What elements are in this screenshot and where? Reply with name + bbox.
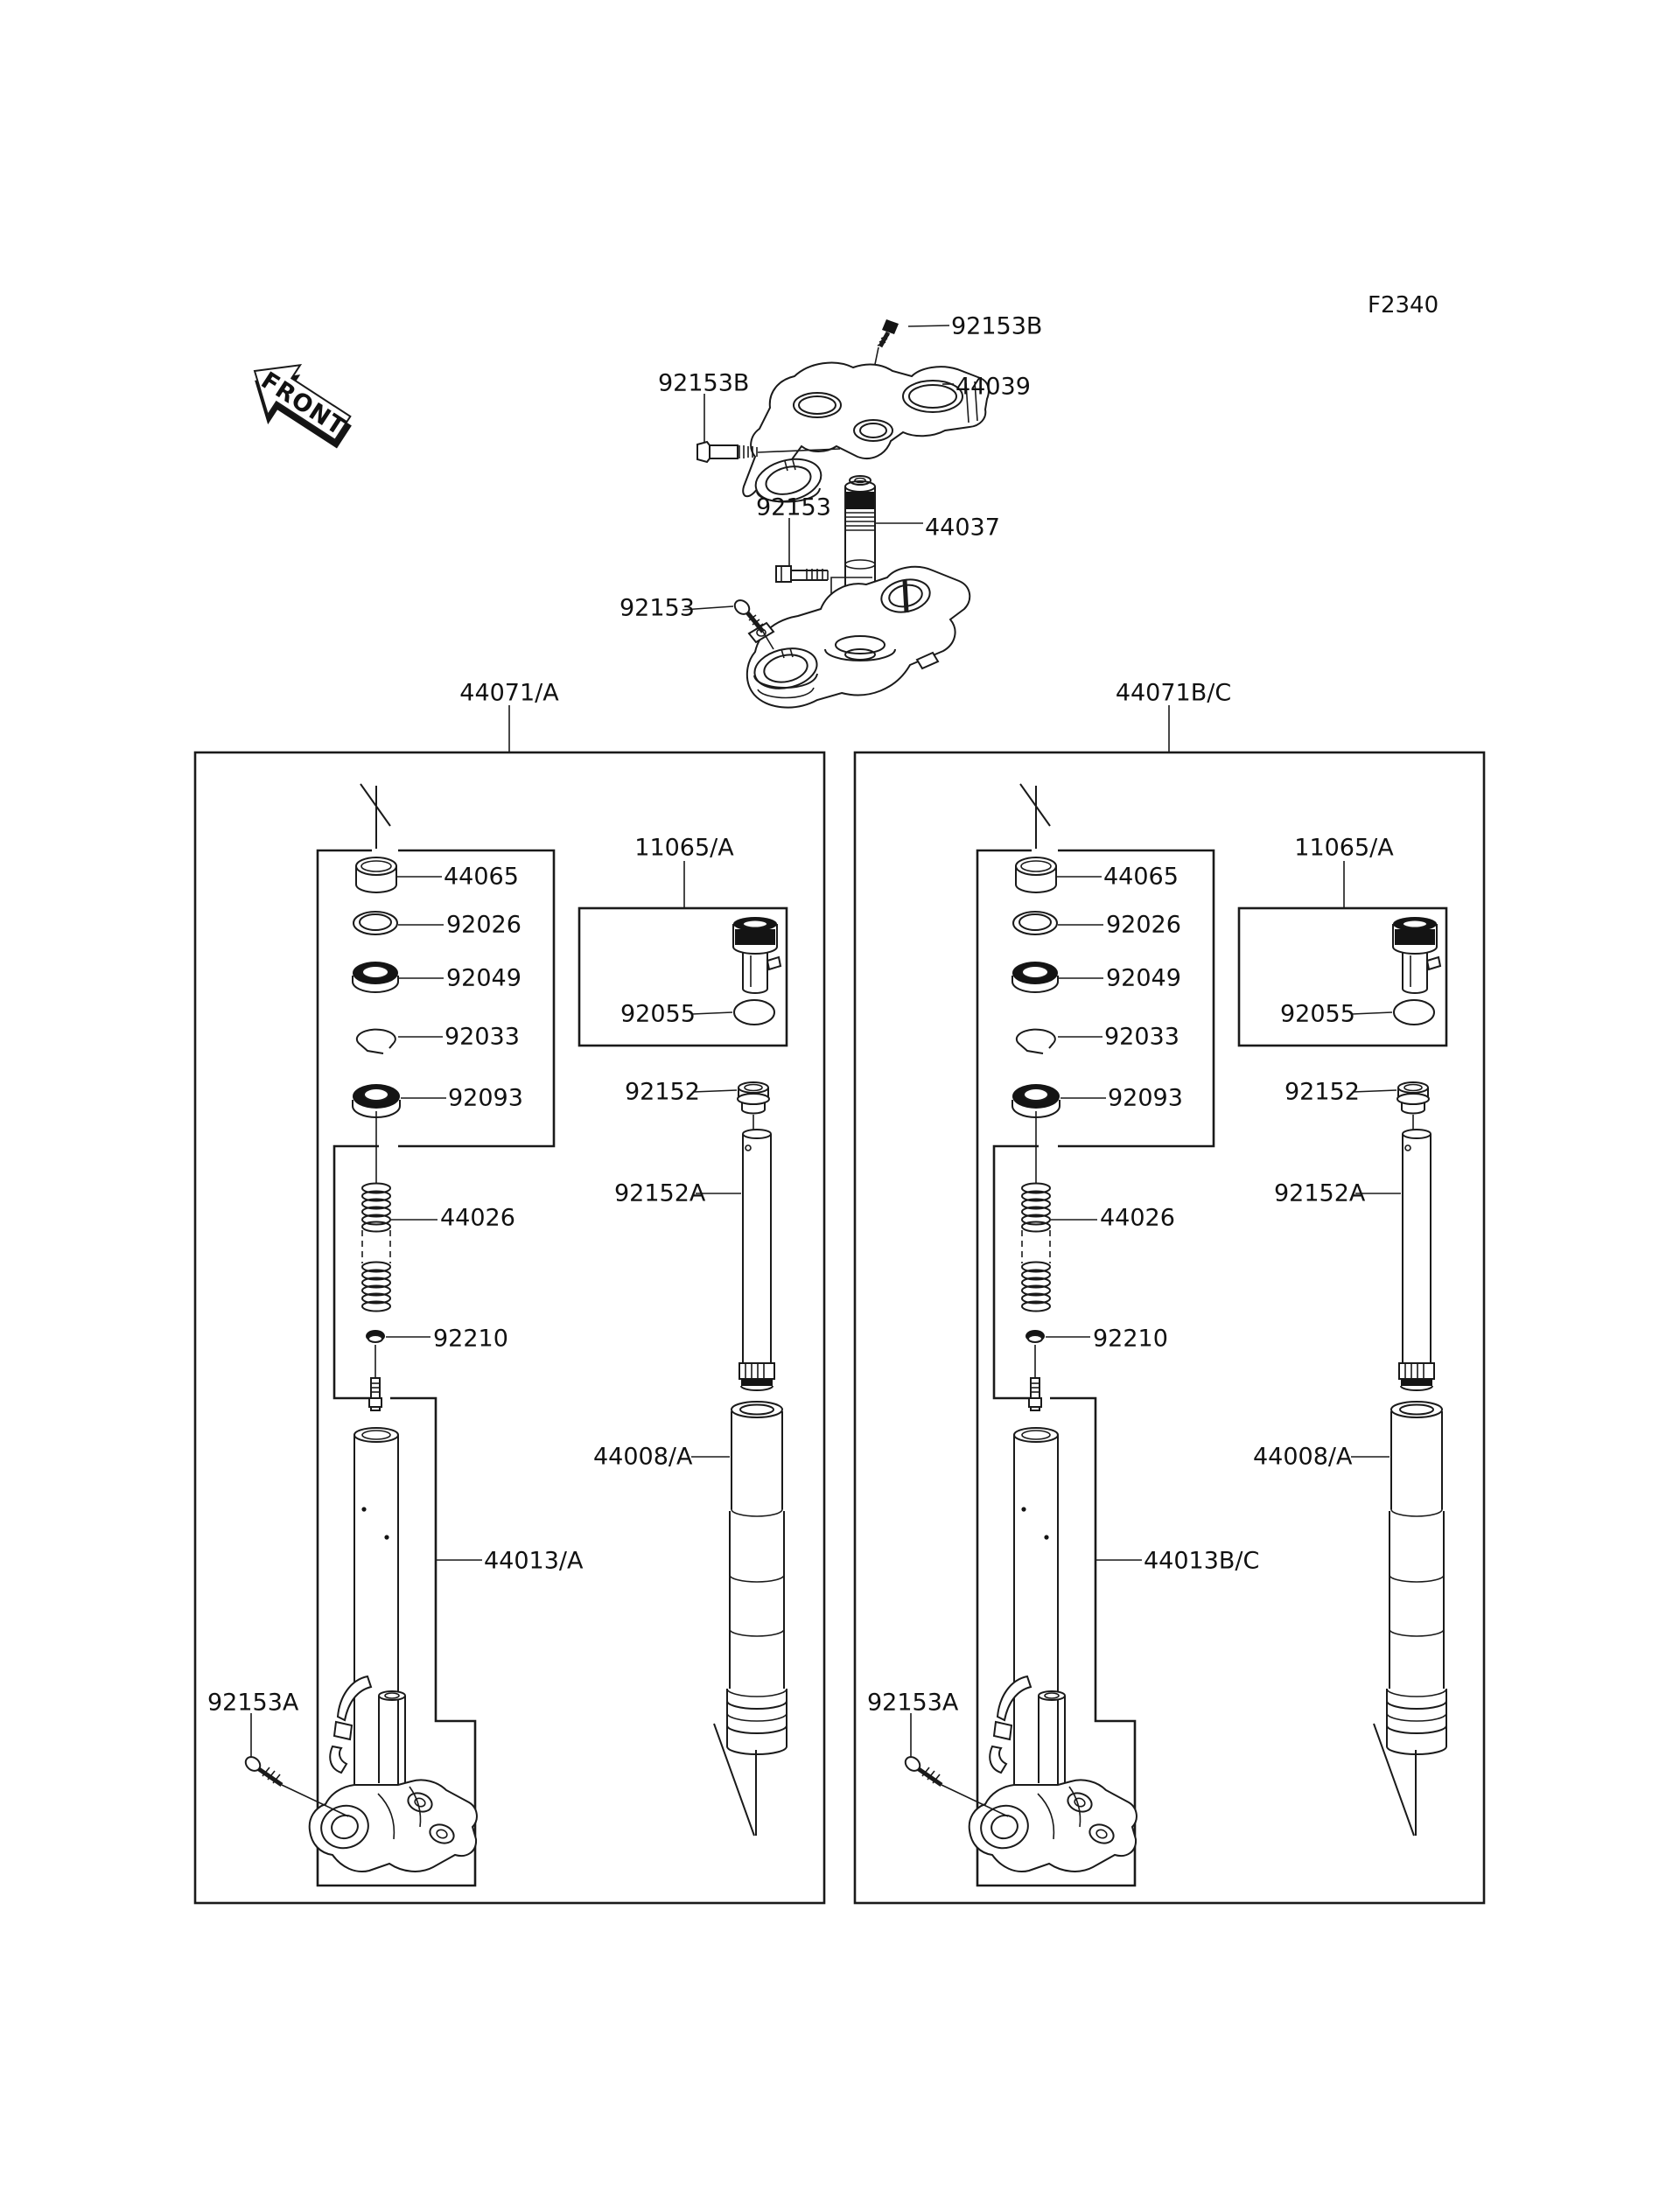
label-right-oring: 92055 (1280, 1000, 1355, 1028)
label-left-oil-seal: 92049 (446, 964, 522, 992)
label-right-spacer: 92026 (1106, 911, 1181, 939)
label-left-oring: 92055 (620, 1000, 696, 1028)
label-fork-left-group: 44071/A (459, 679, 559, 707)
axle-bolt-drawing (244, 1713, 349, 1817)
seal-kit-box (316, 849, 556, 1887)
label-left-cap-kit: 11065/A (634, 834, 734, 862)
lower-triple-clamp-drawing (746, 565, 971, 709)
retaining-ring-drawing (355, 1028, 443, 1054)
label-left-outer-tube: 44008/A (593, 1443, 693, 1471)
label-left-bolt: 92153B (658, 369, 750, 397)
steering-stem-drawing (844, 475, 923, 654)
insert-arrow-bottom-icon (713, 1723, 757, 1837)
lower-clamp-bolt-drawing (682, 599, 774, 650)
label-left-bushing: 44065 (444, 863, 519, 891)
front-arrow-icon: FRONT (253, 364, 352, 449)
rod-cap-drawing (692, 1081, 770, 1130)
upper-triple-clamp-drawing (742, 361, 990, 503)
label-right-cap: 92152 (1284, 1078, 1360, 1106)
fork-left-art (193, 705, 826, 1905)
label-right-cap-kit: 11065/A (1294, 834, 1394, 862)
dust-seal-drawing (352, 1084, 446, 1118)
damper-rod-tip-drawing (368, 1345, 382, 1411)
fork-cap-drawing (732, 917, 782, 994)
label-left-axle-bolt: 92153A (207, 1689, 299, 1717)
label-right-oil-seal: 92049 (1106, 964, 1181, 992)
axle-holder-drawing (308, 1675, 478, 1872)
fork-spring-drawing (361, 1182, 438, 1312)
bushing-drawing (355, 857, 442, 893)
label-top-bolt: 92153B (951, 312, 1043, 340)
top-clamp-bolt-drawing (872, 319, 950, 374)
label-right-axle-bolt: 92153A (867, 1689, 959, 1717)
label-lower-bolt: 92153 (620, 594, 695, 622)
label-stem-bolt: 92153 (756, 493, 831, 521)
label-right-bushing: 44065 (1103, 863, 1179, 891)
label-right-spring: 44026 (1100, 1204, 1175, 1232)
label-right-valve: 92210 (1093, 1325, 1168, 1353)
oring-drawing (691, 999, 775, 1025)
diagram-code: F2340 (1368, 292, 1439, 318)
label-left-spring: 44026 (440, 1204, 515, 1232)
inner-fork-tube-drawing (354, 1427, 482, 1798)
label-right-retaining-ring: 92033 (1104, 1023, 1180, 1051)
damper-rod-drawing (696, 1129, 775, 1391)
cap-kit-box (578, 861, 788, 1047)
label-left-dust-seal: 92093 (448, 1084, 523, 1112)
label-left-cap: 92152 (625, 1078, 700, 1106)
label-stem: 44037 (925, 514, 1000, 542)
label-right-damper-rod: 92152A (1274, 1179, 1366, 1207)
label-left-spacer: 92026 (446, 911, 522, 939)
label-right-outer-tube: 44008/A (1253, 1443, 1353, 1471)
valve-drawing (366, 1330, 430, 1343)
label-left-inner-tube: 44013/A (484, 1547, 584, 1575)
spacer-ring-drawing (353, 911, 444, 935)
outer-tube-drawing (691, 1401, 788, 1755)
label-left-valve: 92210 (433, 1325, 508, 1353)
label-left-damper-rod: 92152A (614, 1179, 706, 1207)
oil-seal-drawing (352, 962, 444, 993)
fork-group-box (193, 751, 826, 1905)
left-clamp-bolt-drawing (696, 394, 841, 464)
label-right-dust-seal: 92093 (1108, 1084, 1183, 1112)
label-fork-right-group: 44071B/C (1115, 679, 1232, 707)
steering-assembly-art (682, 319, 990, 709)
label-upper-clamp: 44039 (956, 373, 1031, 401)
label-left-retaining-ring: 92033 (444, 1023, 520, 1051)
label-right-inner-tube: 44013B/C (1144, 1547, 1260, 1575)
